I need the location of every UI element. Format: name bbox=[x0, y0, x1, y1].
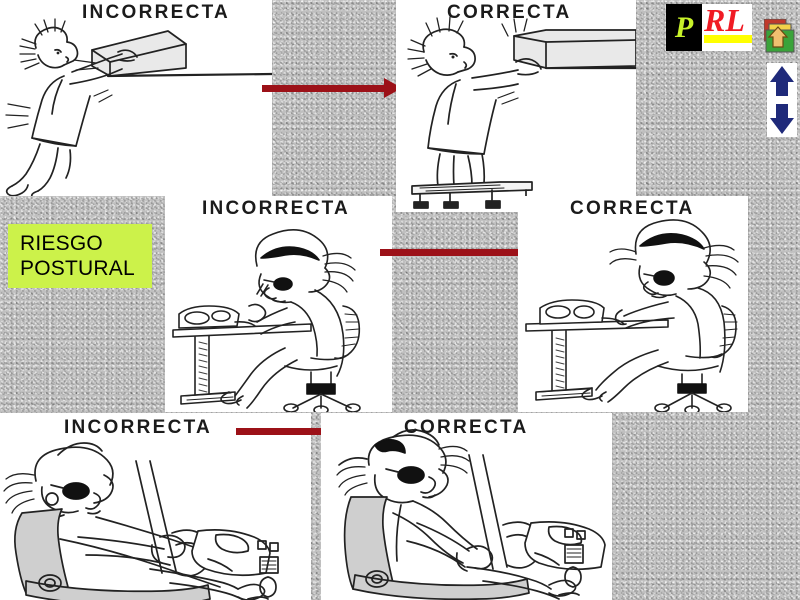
panel-driving-incorrect bbox=[0, 413, 311, 600]
caption-driving-incorrect: INCORRECTA bbox=[64, 417, 213, 438]
prl-logo: P RL bbox=[666, 4, 752, 51]
title-line-1: RIESGO bbox=[20, 232, 103, 255]
arrow-shaft bbox=[380, 249, 522, 256]
caption-desk-incorrect: INCORRECTA bbox=[202, 198, 351, 219]
illustration-woman-upright-at-desk-good-posture bbox=[525, 219, 739, 412]
caption-desk-correct: CORRECTA bbox=[570, 198, 695, 219]
illustration-driver-upright-in-seat-good-posture bbox=[336, 429, 606, 600]
panel-driving-correct bbox=[321, 413, 612, 600]
swap-arrow-icon bbox=[764, 19, 796, 53]
logo-rl-letters: RL bbox=[704, 2, 745, 38]
panel-desk-correct bbox=[518, 196, 748, 412]
logo-rl-block: RL bbox=[702, 4, 752, 51]
down-arrow-icon bbox=[770, 104, 794, 134]
caption-driving-correct: CORRECTA bbox=[404, 417, 529, 438]
panel-lifting-incorrect bbox=[0, 0, 272, 196]
illustration-man-reaching-overhead-box-bad-posture bbox=[5, 18, 272, 196]
title-line-2: POSTURAL bbox=[20, 256, 135, 280]
illustration-driver-slouched-in-seat-bad-posture bbox=[3, 442, 279, 600]
riesgo-postural-title: RIESGO POSTURAL bbox=[8, 224, 152, 288]
caption-lifting-incorrect: INCORRECTA bbox=[82, 2, 231, 23]
caption-lifting-correct: CORRECTA bbox=[447, 2, 572, 23]
logo-p-letter: P bbox=[674, 10, 694, 44]
illustration-man-on-step-stool-lifting-box-good-posture bbox=[407, 16, 636, 209]
panel-lifting-correct bbox=[396, 0, 636, 212]
up-arrow-icon bbox=[770, 66, 794, 96]
logo-yellow-underline bbox=[704, 35, 752, 43]
panel-desk-incorrect bbox=[165, 196, 392, 412]
arrow-shaft bbox=[236, 428, 352, 435]
logo-p-block: P bbox=[666, 4, 702, 51]
illustration-woman-hunched-over-desk-bad-posture bbox=[172, 229, 361, 412]
updown-arrow-buttons[interactable] bbox=[767, 63, 797, 137]
arrow-shaft bbox=[262, 85, 386, 92]
